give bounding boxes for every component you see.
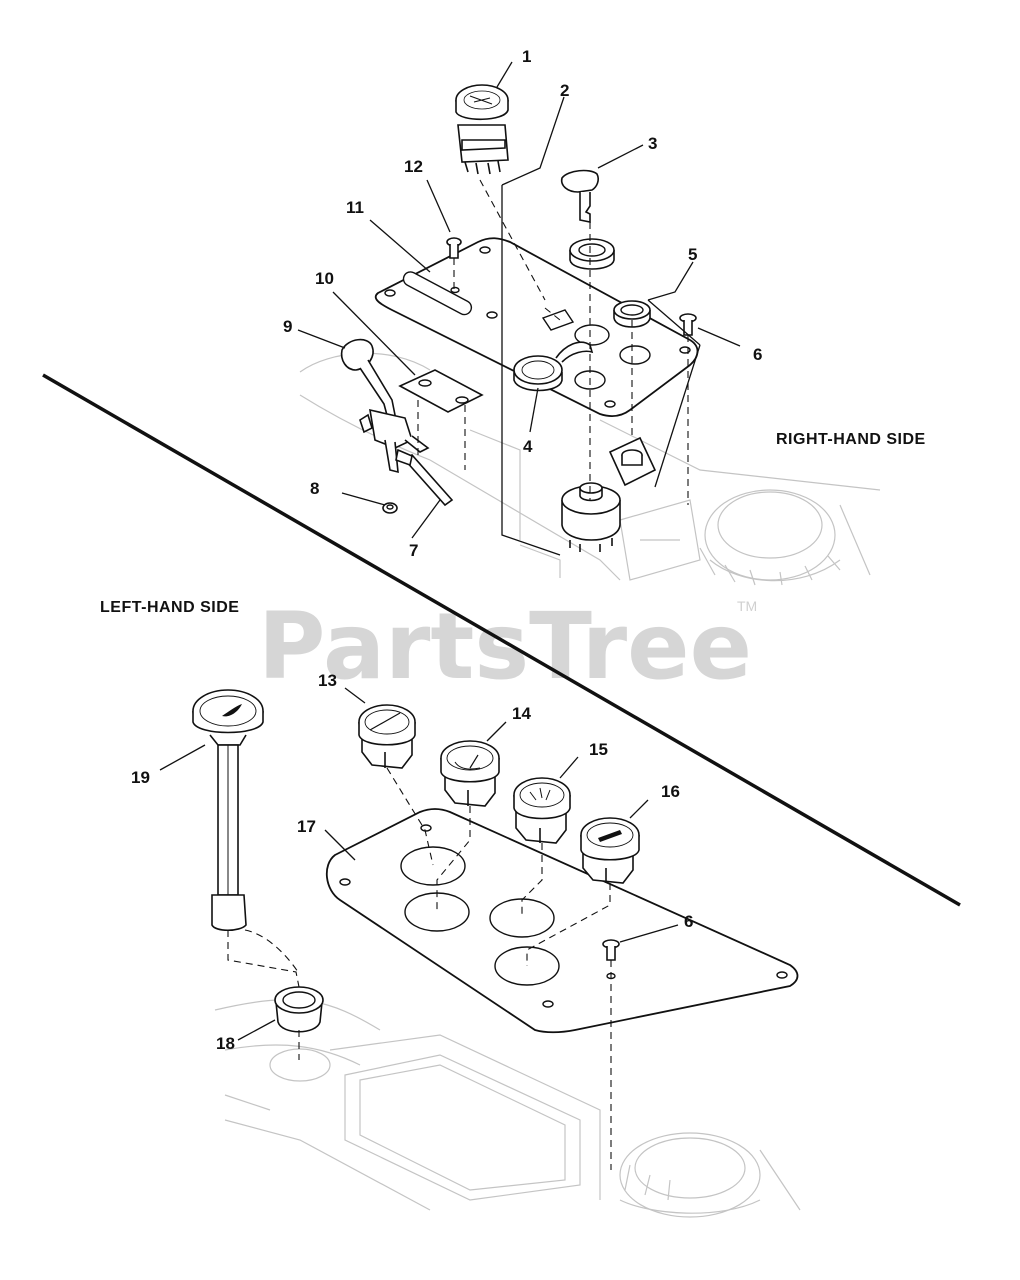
callout-6-right: 6 [753, 345, 762, 364]
callout-13: 13 [318, 671, 337, 690]
choke-control [192, 689, 264, 932]
watermark-text: PartsTree [258, 593, 752, 700]
callout-18: 18 [216, 1034, 235, 1053]
light-switch [608, 436, 657, 487]
screw-top [446, 237, 462, 259]
dash-panel-plate [374, 237, 699, 417]
right-hand-side-label: RIGHT-HAND SIDE [776, 431, 926, 448]
callout-5: 5 [688, 245, 697, 264]
left-hand-side-label: LEFT-HAND SIDE [100, 599, 239, 616]
callout-17: 17 [297, 817, 316, 836]
callout-16: 16 [661, 782, 680, 801]
gauge-fuel [440, 740, 500, 807]
callout-12: 12 [404, 157, 423, 176]
bezel-ring [613, 300, 651, 328]
callout-4: 4 [523, 437, 533, 456]
callout-3: 3 [648, 134, 657, 153]
callout-11: 11 [346, 198, 364, 217]
callout-8: 8 [310, 479, 319, 498]
callout-1: 1 [522, 47, 531, 66]
ignition-switch [561, 482, 621, 552]
rh-ghost-chassis [299, 352, 881, 586]
lh-ghost-chassis [214, 998, 801, 1218]
screw-right [679, 313, 697, 336]
callout-14: 14 [512, 704, 531, 723]
gauge-hourmeter [358, 704, 416, 769]
divider-line [42, 373, 961, 907]
gauge-panel-plate [326, 808, 799, 1034]
callout-15: 15 [589, 740, 608, 759]
choke-bushing [274, 986, 324, 1033]
throttle-lever [340, 338, 430, 474]
callout-19: 19 [131, 768, 150, 787]
callout-numbers: 1 2 3 4 5 6 7 8 9 10 11 12 13 14 15 16 1… [131, 47, 762, 1053]
hex-nut [382, 502, 398, 514]
screw-left [602, 939, 620, 980]
callout-2: 2 [560, 81, 569, 100]
callout-6-left: 6 [684, 912, 693, 931]
callout-7: 7 [409, 541, 418, 560]
gauge-temperature [513, 777, 571, 844]
throttle-cable [395, 448, 454, 507]
gauge-ammeter [580, 817, 640, 884]
watermark-trademark: TM [737, 598, 757, 614]
lh-leaders [159, 687, 679, 1170]
throttle-bracket [398, 369, 484, 413]
ignition-key [560, 169, 599, 223]
callout-9: 9 [283, 317, 292, 336]
switch-nut [569, 238, 615, 270]
callout-10: 10 [315, 269, 334, 288]
pto-switch [455, 84, 509, 175]
ignition-cap [513, 341, 594, 392]
rh-leaders [297, 61, 741, 556]
